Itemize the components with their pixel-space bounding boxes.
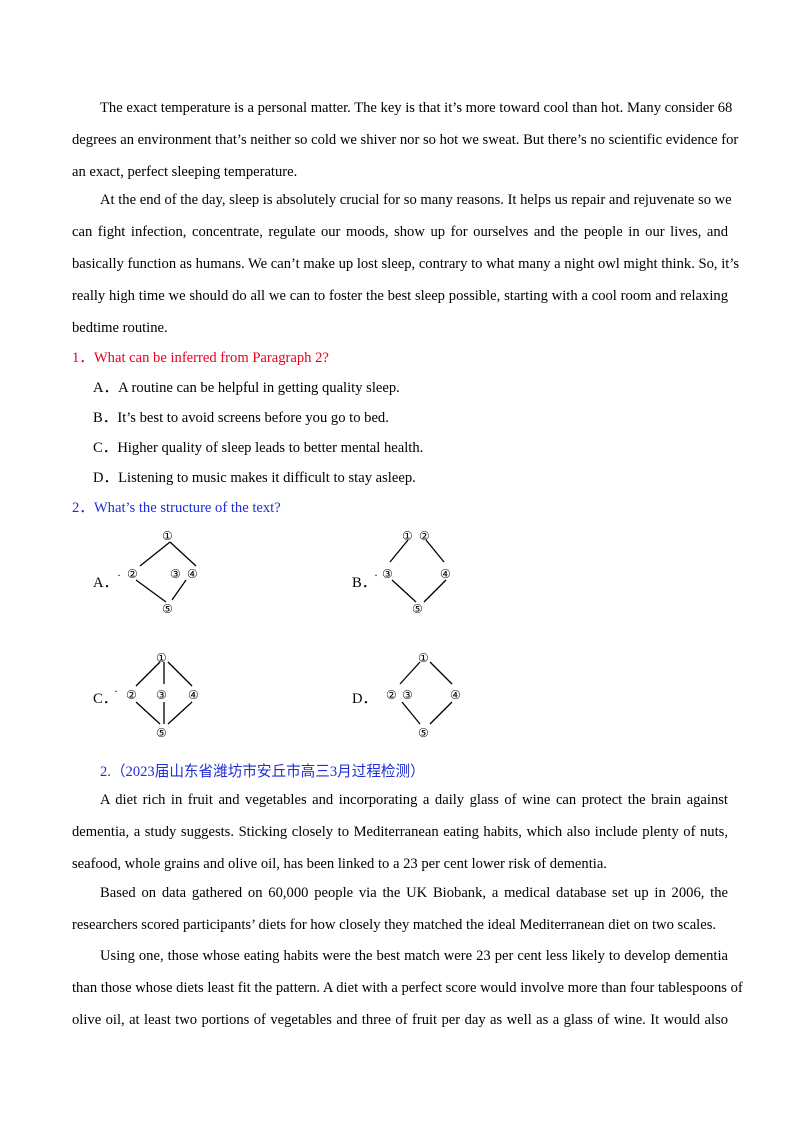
- node-5: ⑤: [418, 726, 429, 740]
- marker-dot: ·: [117, 568, 121, 582]
- marker-dot: ·: [374, 568, 378, 582]
- node-5: ⑤: [156, 726, 167, 740]
- diagram-line: [171, 579, 187, 601]
- question-1: 1．What can be inferred from Paragraph 2?: [72, 350, 329, 366]
- node-5: ⑤: [162, 602, 173, 616]
- diagram-line: [391, 579, 417, 603]
- marker-dot: ·: [114, 684, 118, 698]
- text-line: really high time we should do all we can…: [72, 288, 728, 304]
- text-line: an exact, perfect sleeping temperature.: [72, 164, 298, 180]
- diagram-line: [169, 541, 197, 567]
- node-2: ②: [386, 688, 397, 702]
- structure-diagram-d: ① ② ③ ④ ⑤: [386, 651, 461, 740]
- diagram-line: [135, 579, 167, 603]
- question-2: 2．What’s the structure of the text?: [72, 500, 281, 516]
- text-line: Using one, those whose eating habits wer…: [100, 948, 728, 964]
- diagram-line: [429, 701, 453, 725]
- option-2b-label[interactable]: B．: [352, 575, 377, 591]
- diagram-line: [135, 661, 161, 687]
- text-line: basically function as humans. We can’t m…: [72, 256, 740, 272]
- diagram-line: [135, 701, 161, 725]
- structure-diagram-b: ① ② ③ ④ ⑤: [382, 529, 451, 616]
- node-1: ①: [418, 651, 429, 665]
- diagram-line: [167, 701, 193, 725]
- diagram-line: [389, 539, 409, 563]
- node-1: ①: [162, 529, 173, 543]
- structure-diagram-a: ① ② ③ ④ ⑤: [127, 529, 198, 616]
- text-line: researchers scored participants’ diets f…: [72, 917, 717, 933]
- diagram-line: [401, 701, 421, 725]
- option-2c-label[interactable]: C．: [93, 691, 118, 707]
- node-4: ④: [188, 688, 199, 702]
- node-2: ②: [127, 567, 138, 581]
- option-1d[interactable]: D．Listening to music makes it difficult …: [93, 470, 416, 486]
- node-2: ②: [419, 529, 430, 543]
- diagram-line: [139, 541, 171, 567]
- option-2d-label[interactable]: D．: [352, 691, 378, 707]
- paragraph-temperature: The exact temperature is a personal matt…: [72, 92, 739, 188]
- text-line: dementia, a study suggests. Sticking clo…: [72, 824, 728, 840]
- diagram-line: [423, 579, 447, 603]
- node-1: ①: [402, 529, 413, 543]
- option-1b[interactable]: B．It’s best to avoid screens before you …: [93, 410, 389, 426]
- paragraph-sleep-crucial: At the end of the day, sleep is absolute…: [72, 184, 740, 344]
- option-1c[interactable]: C．Higher quality of sleep leads to bette…: [93, 440, 424, 456]
- paragraph-biobank: Based on data gathered on 60,000 people …: [72, 877, 728, 941]
- text-line: than those whose diets least fit the pat…: [72, 980, 743, 996]
- node-4: ④: [187, 567, 198, 581]
- diagram-line: [167, 661, 193, 687]
- text-line: At the end of the day, sleep is absolute…: [100, 192, 732, 208]
- text-line: bedtime routine.: [72, 320, 168, 336]
- option-2a-label[interactable]: A．: [93, 575, 119, 591]
- node-1: ①: [156, 651, 167, 665]
- node-4: ④: [440, 567, 451, 581]
- node-3: ③: [156, 688, 167, 702]
- text-line: can fight infection, concentrate, regula…: [72, 224, 728, 240]
- diagram-line: [399, 661, 421, 685]
- section-heading: 2.（2023届山东省潍坊市安丘市高三3月过程检测）: [100, 764, 425, 780]
- text-line: olive oil, at least two portions of vege…: [72, 1012, 728, 1028]
- text-line: The exact temperature is a personal matt…: [100, 100, 733, 116]
- option-1a[interactable]: A．A routine can be helpful in getting qu…: [93, 380, 400, 396]
- structure-diagram-c: ① ② ③ ④ ⑤: [126, 651, 199, 740]
- node-5: ⑤: [412, 602, 423, 616]
- node-3: ③: [402, 688, 413, 702]
- paragraph-scoring: Using one, those whose eating habits wer…: [72, 940, 743, 1036]
- node-3: ③: [382, 567, 393, 581]
- node-4: ④: [450, 688, 461, 702]
- node-2: ②: [126, 688, 137, 702]
- text-line: A diet rich in fruit and vegetables and …: [100, 792, 728, 808]
- text-line: seafood, whole grains and olive oil, has…: [72, 856, 607, 872]
- diagram-line: [429, 661, 453, 685]
- text-line: Based on data gathered on 60,000 people …: [100, 885, 728, 901]
- node-3: ③: [170, 567, 181, 581]
- text-line: degrees an environment that’s neither so…: [72, 132, 739, 148]
- diagram-line: [425, 539, 445, 563]
- paragraph-diet-dementia: A diet rich in fruit and vegetables and …: [72, 784, 728, 880]
